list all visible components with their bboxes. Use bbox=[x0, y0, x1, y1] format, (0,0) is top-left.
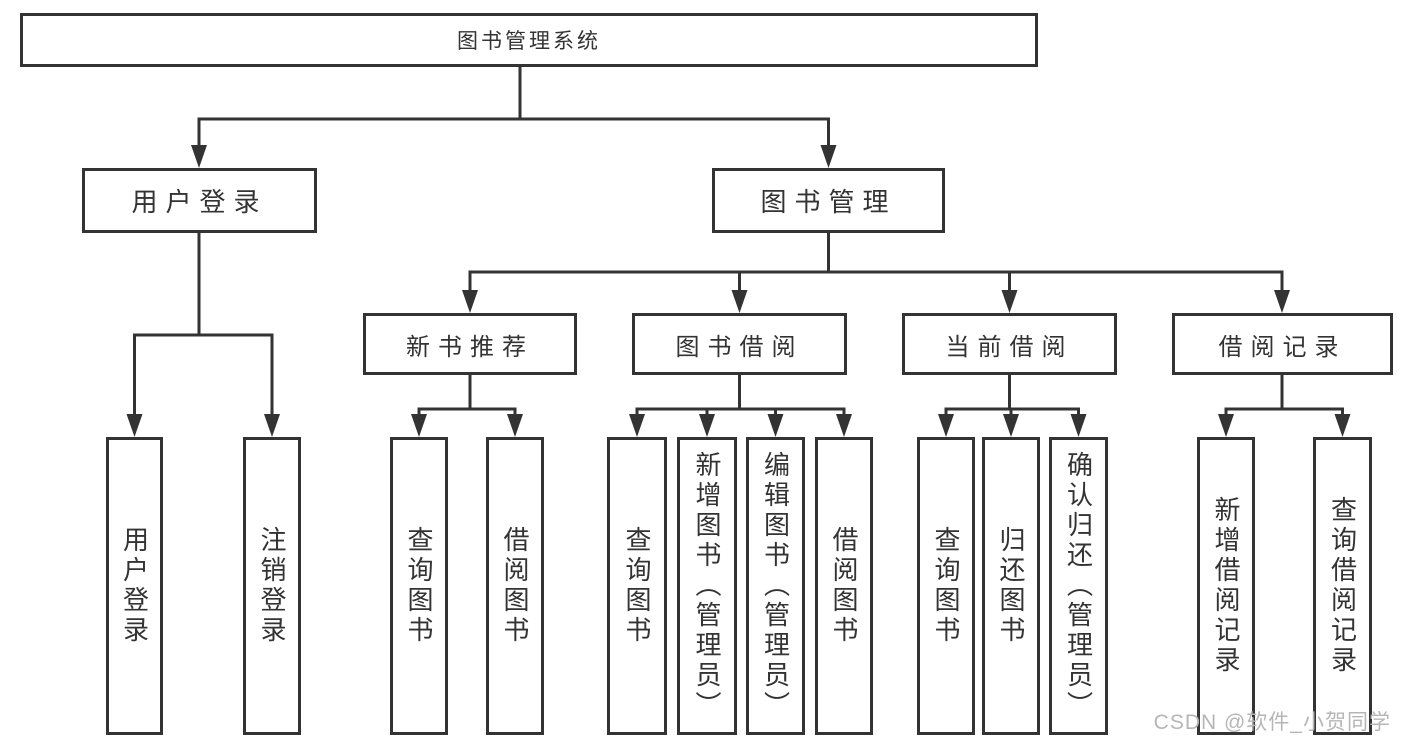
node-label: 图书管理系统 bbox=[457, 30, 601, 53]
leaf-label: 查询图书 bbox=[622, 526, 652, 646]
watermark: CSDN @软件_小贺同学 bbox=[1153, 711, 1391, 734]
node-label: 图书管理 bbox=[760, 187, 897, 217]
leaf-label: 查询借阅记录 bbox=[1327, 496, 1358, 676]
leaf-label: 新增借阅记录 bbox=[1211, 496, 1241, 676]
node-new-book-recommendation: 新书推荐 bbox=[363, 313, 577, 375]
leaf-label: 查询图书 bbox=[931, 526, 961, 646]
leaf-query-books-current: 查询图书 bbox=[917, 437, 975, 735]
node-book-borrowing: 图书借阅 bbox=[632, 313, 847, 375]
leaf-add-borrow-record: 新增借阅记录 bbox=[1197, 437, 1255, 735]
leaf-label: 注销登录 bbox=[257, 526, 287, 646]
leaf-confirm-return-admin: 确认归还（管理员） bbox=[1049, 437, 1108, 735]
leaf-label: 用户登录 bbox=[119, 526, 150, 646]
leaf-label: 查询图书 bbox=[404, 526, 434, 646]
node-book-management: 图书管理 bbox=[712, 168, 945, 233]
leaf-query-books-borrowing: 查询图书 bbox=[607, 437, 667, 735]
leaf-label: 借阅图书 bbox=[829, 526, 859, 646]
node-label: 图书借阅 bbox=[675, 333, 804, 361]
leaf-borrow-books-recommend: 借阅图书 bbox=[486, 437, 544, 735]
leaf-query-books-recommend: 查询图书 bbox=[390, 437, 448, 735]
leaf-label: 归还图书 bbox=[996, 526, 1026, 646]
node-label: 当前借阅 bbox=[945, 333, 1074, 361]
leaf-logout: 注销登录 bbox=[243, 437, 301, 735]
leaf-label: 借阅图书 bbox=[500, 526, 530, 646]
leaf-borrow-books-borrowing: 借阅图书 bbox=[815, 437, 873, 735]
leaf-edit-books-admin: 编辑图书（管理员） bbox=[746, 437, 805, 735]
leaf-user-login: 用户登录 bbox=[106, 437, 163, 735]
node-label: 借阅记录 bbox=[1218, 333, 1347, 361]
leaf-return-books: 归还图书 bbox=[982, 437, 1040, 735]
leaf-label: 新增图书（管理员） bbox=[692, 451, 722, 721]
node-borrowing-records: 借阅记录 bbox=[1172, 313, 1393, 375]
leaf-label: 编辑图书（管理员） bbox=[760, 451, 791, 721]
leaf-label: 确认归还（管理员） bbox=[1063, 451, 1094, 721]
node-label: 用户登录 bbox=[131, 187, 268, 217]
leaf-query-borrow-record: 查询借阅记录 bbox=[1313, 437, 1372, 735]
node-label: 新书推荐 bbox=[406, 333, 534, 361]
leaf-add-books-admin: 新增图书（管理员） bbox=[677, 437, 737, 735]
node-current-borrowing: 当前借阅 bbox=[902, 313, 1117, 375]
node-user-login: 用户登录 bbox=[82, 168, 317, 233]
node-library-management-system: 图书管理系统 bbox=[20, 13, 1038, 67]
